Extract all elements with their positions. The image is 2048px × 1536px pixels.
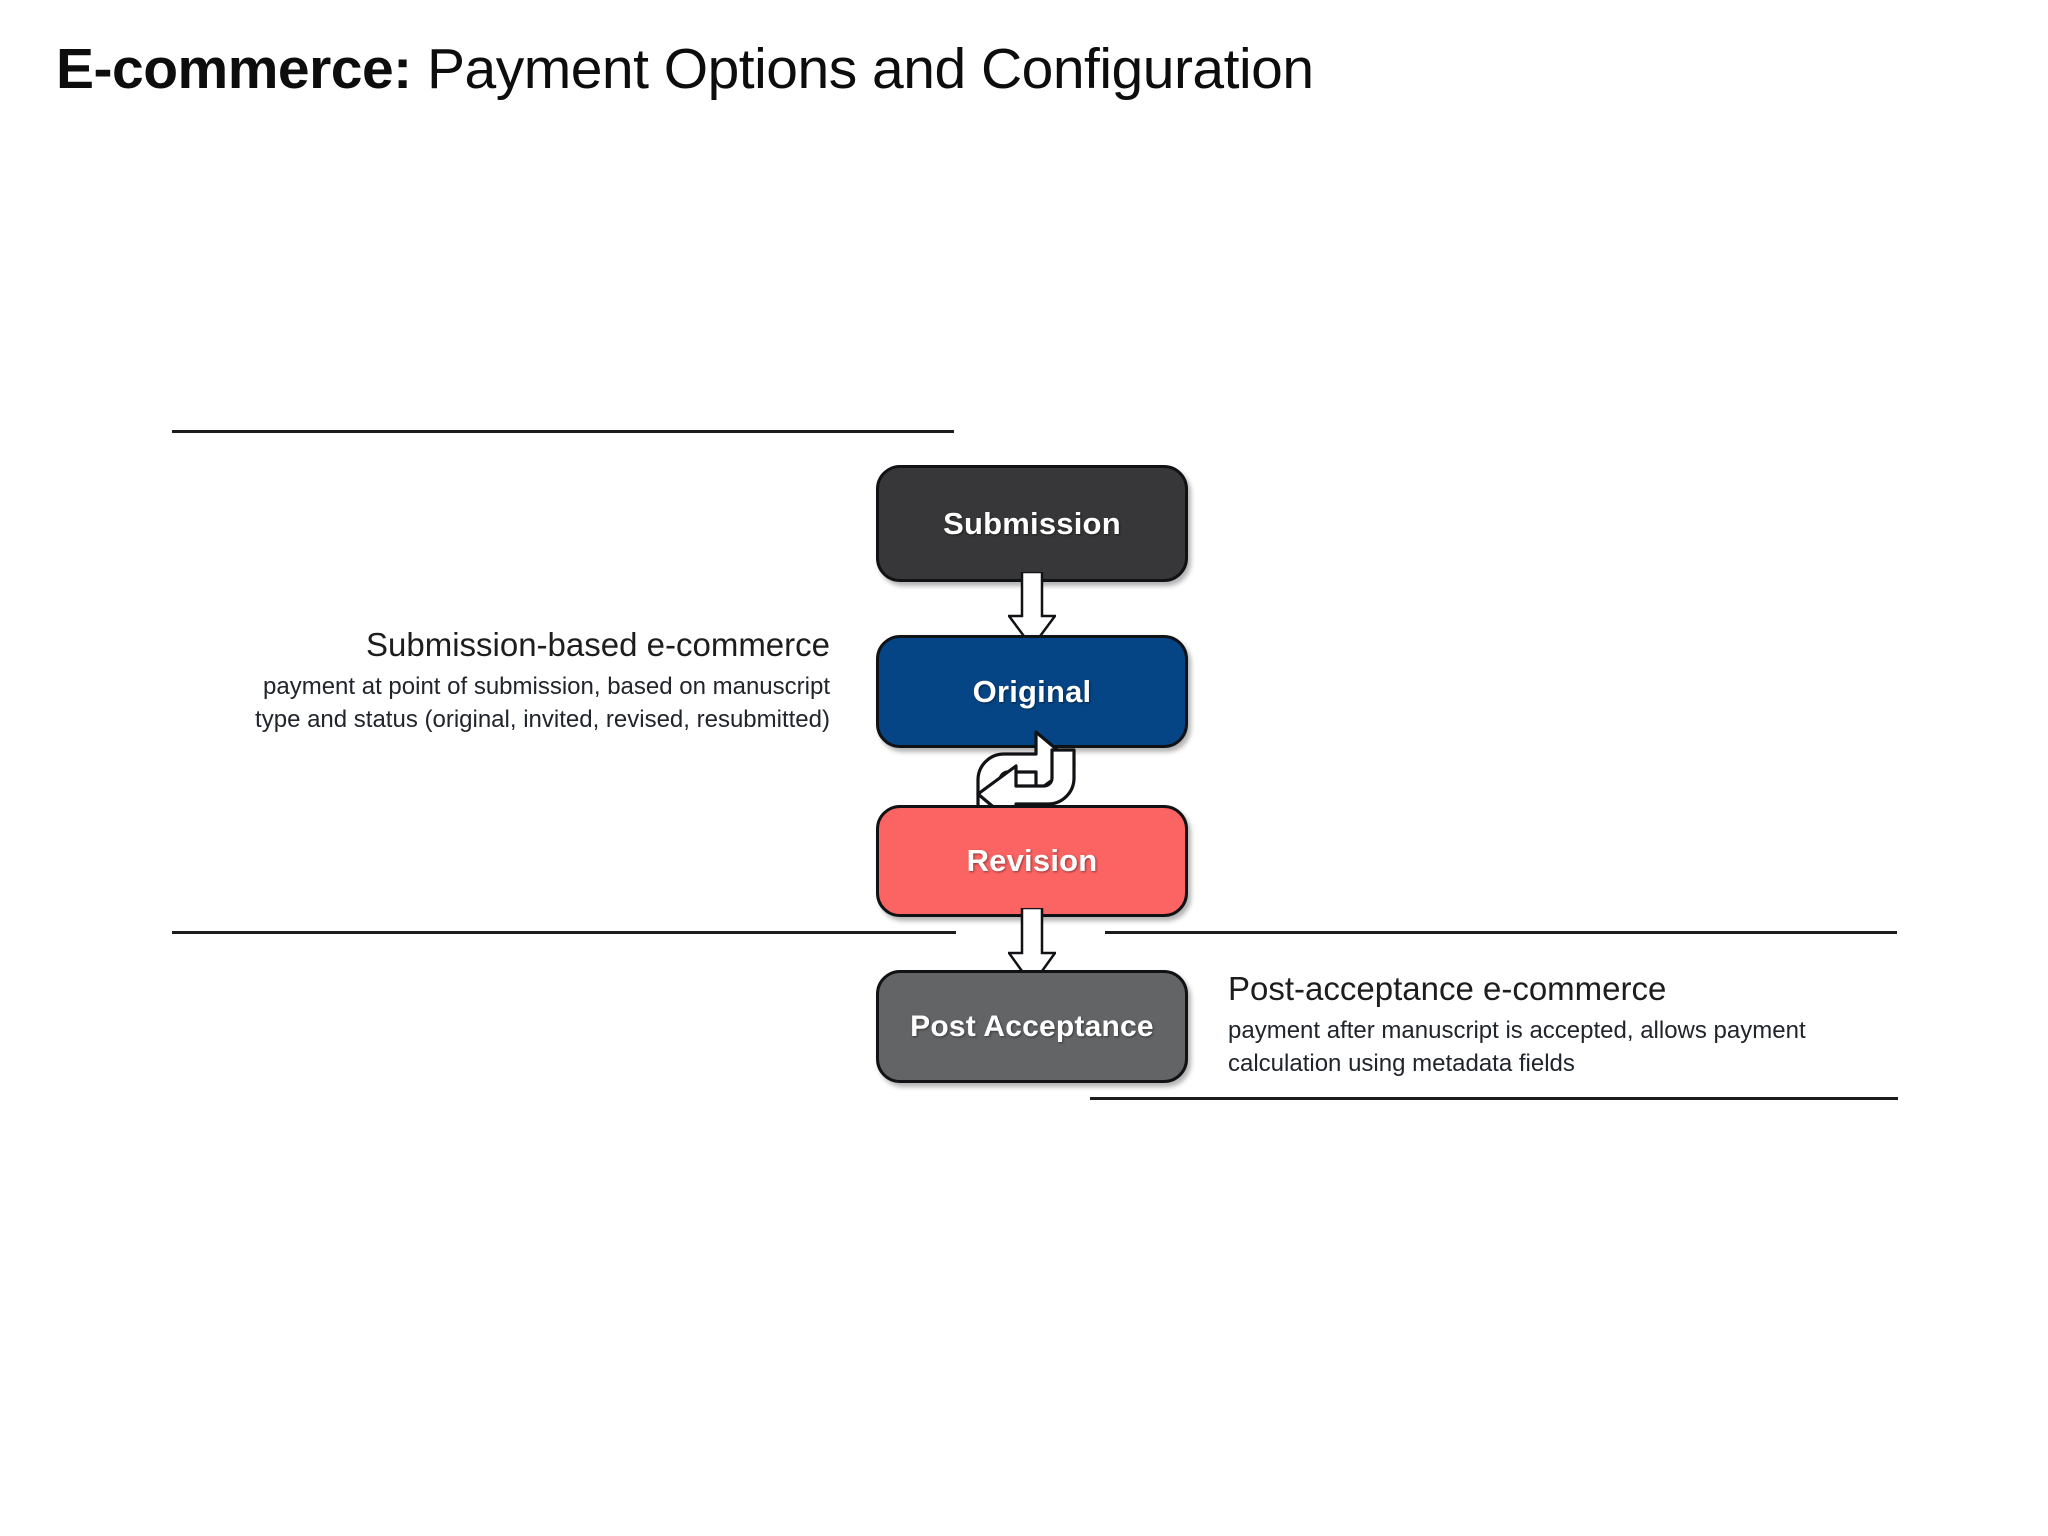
callout-submission-based: Submission-based e-commerce payment at p… <box>170 624 830 736</box>
arrow-down-icon-submission-to-original <box>1008 572 1056 648</box>
divider-rule-bottom <box>1090 1097 1898 1100</box>
page-title: E-commerce: Payment Options and Configur… <box>56 37 1314 102</box>
callout-post-acceptance-body: payment after manuscript is accepted, al… <box>1228 1014 1928 1080</box>
flow-node-submission[interactable]: Submission <box>876 465 1188 582</box>
flow-node-original[interactable]: Original <box>876 635 1188 748</box>
callout-submission-based-heading: Submission-based e-commerce <box>365 626 830 663</box>
callout-post-acceptance-line-1: payment after manuscript is accepted, al… <box>1228 1017 1806 1045</box>
callout-post-acceptance-line-2: calculation using metadata fields <box>1228 1050 1575 1078</box>
arrow-down-icon-revision-to-post-acceptance <box>1008 908 1056 986</box>
callout-post-acceptance-heading: Post-acceptance e-commerce <box>1228 970 1667 1007</box>
page-title-strong: E-commerce: <box>56 37 412 101</box>
divider-rule-middle-right <box>1105 931 1897 934</box>
callout-submission-based-line-2: type and status (original, invited, revi… <box>255 706 830 734</box>
divider-rule-top <box>172 430 954 433</box>
flow-node-submission-label: Submission <box>943 505 1121 541</box>
flow-node-revision[interactable]: Revision <box>876 805 1188 917</box>
divider-rule-middle-left <box>172 931 956 934</box>
callout-submission-based-line-1: payment at point of submission, based on… <box>263 673 830 701</box>
callout-post-acceptance: Post-acceptance e-commerce payment after… <box>1228 968 1928 1080</box>
callout-submission-based-body: payment at point of submission, based on… <box>170 670 830 736</box>
page-title-rest: Payment Options and Configuration <box>411 37 1314 101</box>
flow-node-post-acceptance[interactable]: Post Acceptance <box>876 970 1188 1083</box>
flow-node-original-label: Original <box>972 673 1092 709</box>
flow-node-post-acceptance-label: Post Acceptance <box>910 1009 1154 1043</box>
flow-node-revision-label: Revision <box>966 843 1098 878</box>
